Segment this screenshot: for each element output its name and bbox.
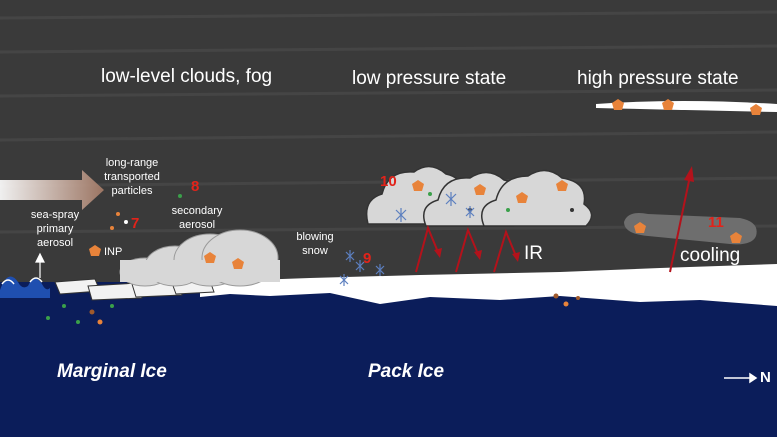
label-secondary-line2: aerosol bbox=[178, 219, 216, 231]
cloud-particle-2 bbox=[232, 258, 244, 269]
cloud-contents bbox=[412, 180, 574, 212]
label-sea-spray-aerosol: sea-spray primary aerosol bbox=[30, 208, 80, 250]
label-sea-spray-line1: sea-spray bbox=[30, 209, 80, 221]
high-pressure-cloud bbox=[596, 101, 777, 112]
heading-low-level-clouds: low-level clouds, fog bbox=[101, 66, 273, 87]
north-arrow bbox=[724, 372, 758, 384]
inp-marker bbox=[89, 245, 101, 256]
label-cooling: cooling bbox=[680, 245, 741, 266]
process-number-9: 9 bbox=[363, 250, 372, 267]
ir-arrowheads bbox=[434, 248, 520, 262]
label-long-range-line2: transported bbox=[104, 171, 160, 183]
cooling-arrow bbox=[669, 166, 694, 273]
label-secondary-line1: secondary bbox=[171, 205, 223, 217]
aerosol-dots bbox=[110, 194, 182, 230]
ir-arrows bbox=[415, 224, 517, 273]
label-long-range-particles: long-range transported particles bbox=[100, 156, 164, 198]
heading-high-pressure-state: high pressure state bbox=[577, 68, 739, 89]
sea-spray-arrow bbox=[35, 252, 45, 278]
label-long-range-line1: long-range bbox=[105, 157, 159, 169]
process-number-11: 11 bbox=[708, 214, 724, 231]
label-long-range-line3: particles bbox=[111, 185, 153, 197]
pack-ice-sheet bbox=[200, 264, 777, 306]
label-secondary-aerosol: secondary aerosol bbox=[168, 204, 226, 232]
process-number-8: 8 bbox=[191, 178, 200, 195]
cloud-ice-crystals bbox=[395, 192, 475, 222]
ocean bbox=[0, 282, 777, 437]
cloud-particle-1 bbox=[204, 252, 216, 263]
label-sea-spray-line2: primary bbox=[36, 223, 74, 235]
process-number-10: 10 bbox=[380, 173, 397, 190]
waves bbox=[0, 276, 50, 298]
region-marginal-ice: Marginal Ice bbox=[57, 361, 167, 382]
cooling-fog-band bbox=[624, 213, 757, 245]
low-pressure-clouds bbox=[365, 165, 593, 227]
region-pack-ice: Pack Ice bbox=[368, 361, 445, 382]
blowing-snow-flakes bbox=[339, 250, 385, 286]
label-blowing-line1: blowing bbox=[296, 231, 334, 243]
underwater-particles bbox=[46, 293, 580, 325]
process-number-7: 7 bbox=[131, 215, 140, 232]
label-sea-spray-line3: aerosol bbox=[36, 237, 74, 249]
label-blowing-snow: blowing snow bbox=[292, 230, 338, 258]
label-ir: IR bbox=[524, 243, 543, 264]
long-range-transport-arrow bbox=[0, 170, 104, 210]
north-label: N bbox=[760, 369, 771, 386]
label-blowing-line2: snow bbox=[302, 245, 328, 257]
sky-background bbox=[0, 0, 777, 300]
heading-low-pressure-state: low pressure state bbox=[352, 68, 507, 89]
label-inp: INP bbox=[104, 246, 123, 258]
